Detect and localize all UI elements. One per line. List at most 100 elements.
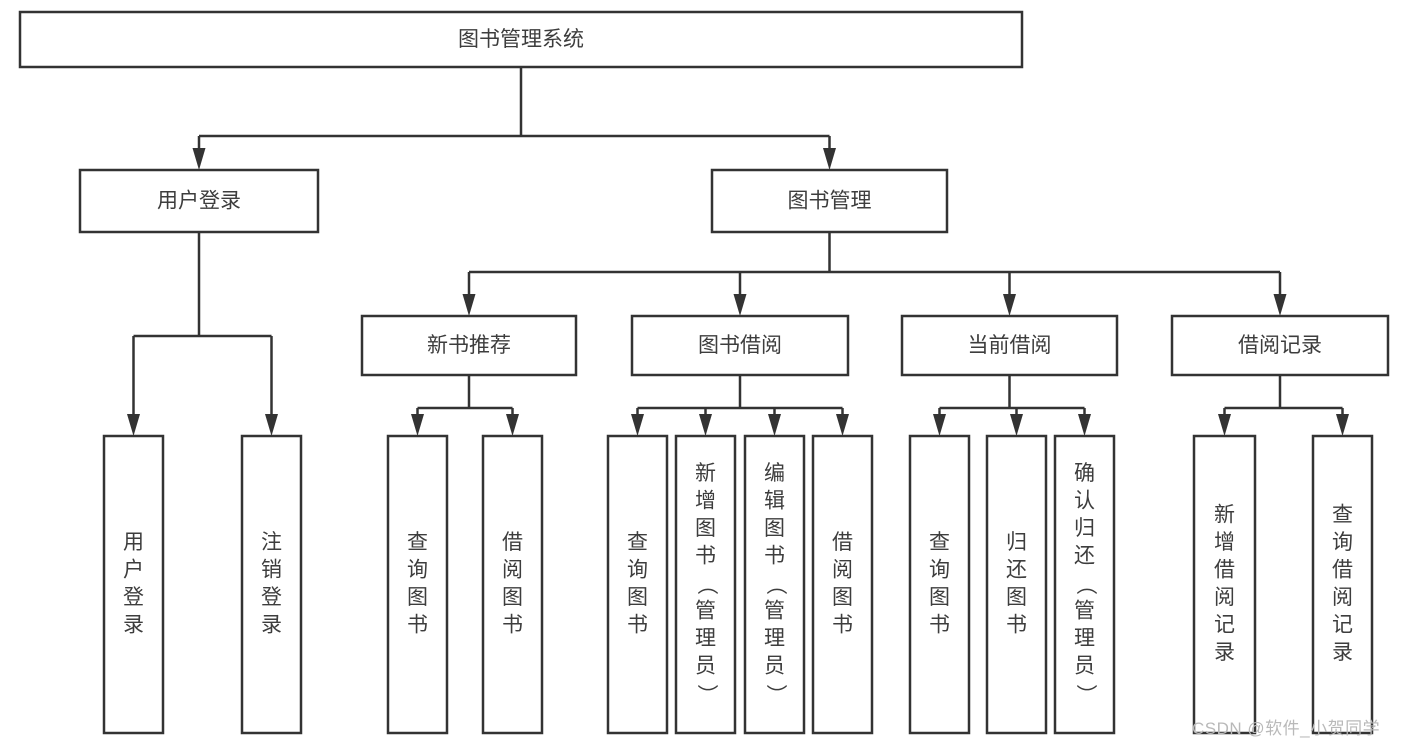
node-label-char: 编	[764, 462, 785, 485]
node-root[interactable]: 图书管理系统	[18, 10, 1024, 69]
node-label-char: 销	[261, 558, 282, 581]
node-label-char: 录	[261, 613, 282, 636]
node-leaf-user-login[interactable]: 用户登录	[102, 434, 165, 735]
node-label-char: 注	[261, 531, 282, 554]
node-layer: 图书管理系统用户登录图书管理新书推荐图书借阅当前借阅借阅记录用户登录注销登录查询…	[18, 10, 1390, 735]
node-book-borrow[interactable]: 图书借阅	[630, 314, 850, 377]
node-label-char: 借	[832, 531, 853, 554]
node-label-char: 阅	[832, 558, 853, 581]
node-label-char: 录	[1332, 641, 1353, 664]
node-label-char: 书	[407, 613, 428, 636]
node-label: 图书管理系统	[458, 28, 584, 51]
node-label: 当前借阅	[968, 334, 1052, 357]
node-label-char: 图	[407, 586, 428, 609]
node-label-char: 阅	[1332, 586, 1353, 609]
csdn-watermark: CSDN @软件_小贺同学	[1192, 719, 1381, 738]
node-label: 图书借阅	[698, 334, 782, 357]
node-label-char: 员	[1074, 655, 1095, 678]
node-label-char: 图	[764, 517, 785, 540]
connector-borrow-record-bus	[1218, 375, 1349, 436]
node-label-char: 图	[627, 586, 648, 609]
connector-layer	[127, 67, 1349, 436]
node-label-char: 增	[1214, 531, 1235, 554]
node-label-char: 询	[407, 558, 428, 581]
node-label-char: （	[695, 574, 718, 595]
node-label-char: 辑	[764, 490, 785, 513]
node-label-char: 书	[695, 545, 716, 568]
node-label-char: 询	[929, 558, 950, 581]
connector-root-bus	[192, 67, 836, 170]
node-new-book-rec[interactable]: 新书推荐	[360, 314, 578, 377]
node-label-char: 确	[1074, 462, 1095, 485]
node-label-char: 记	[1214, 613, 1235, 636]
node-label-char: 用	[123, 531, 144, 554]
node-label-char: 询	[1332, 531, 1353, 554]
node-label-char: 书	[1006, 613, 1027, 636]
node-label-char: 书	[502, 613, 523, 636]
node-label-char: 图	[695, 517, 716, 540]
node-label-char: 理	[695, 627, 716, 650]
node-label: 图书管理	[788, 190, 872, 213]
node-label-char: 增	[695, 490, 716, 513]
node-label-char: 归	[1074, 517, 1095, 540]
node-label-char: 还	[1006, 558, 1027, 581]
connector-book-borrow-bus	[631, 375, 849, 436]
node-label-char: 理	[764, 627, 785, 650]
node-label-char: （	[1074, 574, 1097, 595]
node-label-char: 管	[1074, 600, 1095, 623]
node-label-char: 查	[1332, 503, 1353, 526]
connector-book-manage-bus	[462, 232, 1287, 316]
node-label: 借阅记录	[1238, 334, 1322, 357]
node-borrow-record[interactable]: 借阅记录	[1170, 314, 1390, 377]
node-label-char: 图	[1006, 586, 1027, 609]
node-label-char: 查	[407, 531, 428, 554]
node-label-char: 图	[832, 586, 853, 609]
node-label-char: 记	[1332, 613, 1353, 636]
node-label-char: 录	[1214, 641, 1235, 664]
node-label-char: 阅	[1214, 586, 1235, 609]
node-label-char: 理	[1074, 627, 1095, 650]
node-label-char: 认	[1074, 490, 1095, 513]
node-label-char: 登	[261, 586, 282, 609]
node-label-char: 员	[764, 655, 785, 678]
node-user-login[interactable]: 用户登录	[78, 168, 320, 234]
node-label-char: 查	[627, 531, 648, 554]
node-label-char: 图	[929, 586, 950, 609]
node-label-char: 登	[123, 586, 144, 609]
node-label-char: 还	[1074, 545, 1095, 568]
node-label-char: 管	[695, 600, 716, 623]
node-label-char: 借	[1332, 558, 1353, 581]
node-label-char: 新	[1214, 503, 1235, 526]
node-label-char: ）	[1074, 684, 1097, 705]
node-current-borrow[interactable]: 当前借阅	[900, 314, 1119, 377]
node-label-char: 员	[695, 655, 716, 678]
node-label-char: ）	[695, 684, 718, 705]
node-label: 新书推荐	[427, 334, 511, 357]
node-label-char: 询	[627, 558, 648, 581]
node-label-char: 新	[695, 462, 716, 485]
node-label-char: 借	[502, 531, 523, 554]
node-book-manage[interactable]: 图书管理	[710, 168, 949, 234]
node-label-char: 录	[123, 613, 144, 636]
node-label-char: ）	[764, 684, 787, 705]
node-label-char: 书	[627, 613, 648, 636]
node-label-char: 查	[929, 531, 950, 554]
node-label-char: 书	[832, 613, 853, 636]
node-label-char: 借	[1214, 558, 1235, 581]
connector-user-login-bus	[127, 232, 278, 436]
node-label-char: 图	[502, 586, 523, 609]
